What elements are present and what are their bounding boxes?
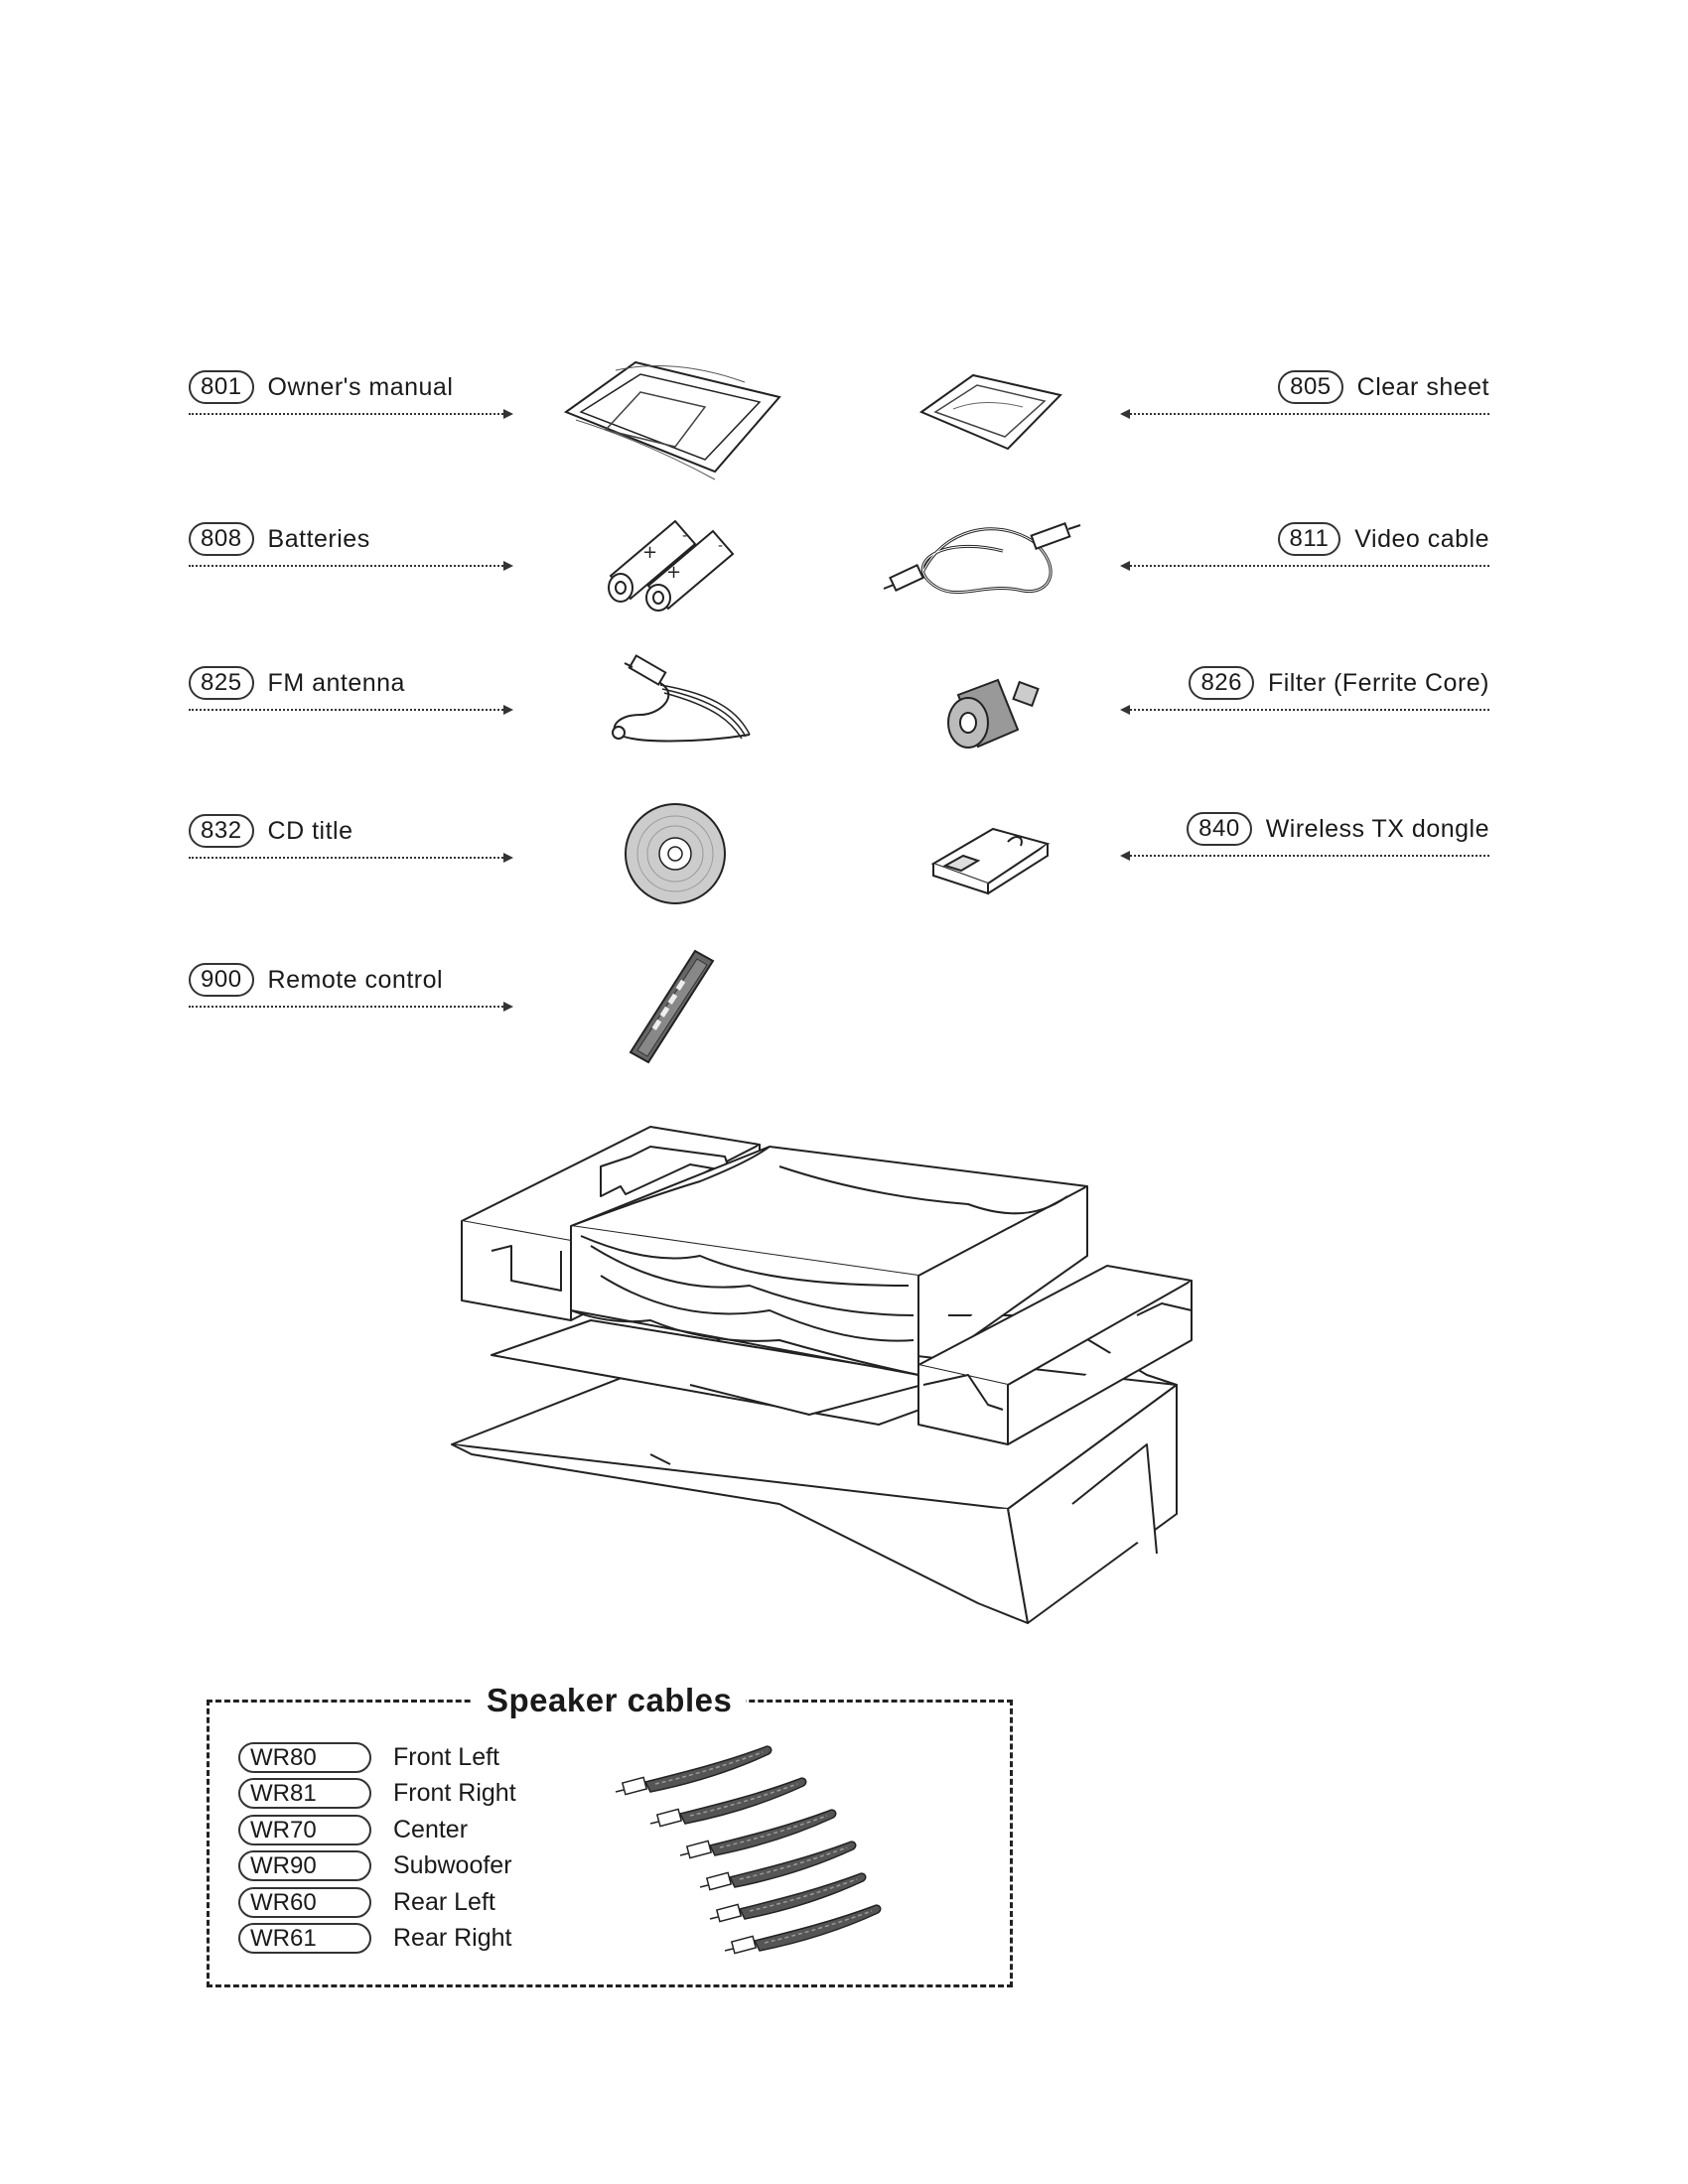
part-number: 825 [189, 666, 254, 700]
part-840: 840 Wireless TX dongle [1187, 812, 1489, 846]
svg-text:-: - [718, 538, 723, 554]
part-label: FM antenna [268, 669, 405, 698]
part-801: 801 Owner's manual [189, 370, 453, 404]
list-item: WR81 Front Right [238, 1776, 516, 1813]
part-805: 805 Clear sheet [1278, 370, 1489, 404]
speaker-cables-list: WR80 Front Left WR81 Front Right WR70 Ce… [238, 1739, 516, 1957]
part-label: Clear sheet [1357, 373, 1489, 402]
main-unit-packaging-diagram [452, 1087, 1206, 1623]
part-number: 811 [1278, 522, 1341, 556]
list-item: WR61 Rear Right [238, 1921, 516, 1958]
cable-icon [884, 511, 1087, 611]
dongle-icon [923, 814, 1053, 893]
part-label: Owner's manual [268, 373, 454, 402]
disc-icon [621, 799, 730, 908]
leader-arrow [189, 709, 511, 711]
svg-text:+: + [666, 562, 681, 583]
cable-label: Rear Right [393, 1924, 512, 1953]
leader-arrow [189, 1006, 511, 1008]
cable-code: WR80 [238, 1742, 371, 1773]
battery-icon: + + - - [601, 506, 745, 611]
cable-code: WR60 [238, 1887, 371, 1918]
part-number: 900 [189, 963, 254, 997]
svg-text:-: - [682, 528, 687, 544]
cable-label: Rear Left [393, 1888, 495, 1917]
cable-label: Center [393, 1816, 468, 1844]
part-number: 801 [189, 370, 254, 404]
part-label: CD title [268, 817, 353, 846]
part-label: Filter (Ferrite Core) [1268, 669, 1489, 698]
leader-arrow [1122, 709, 1489, 711]
sheet-icon [914, 367, 1067, 457]
cable-code: WR90 [238, 1850, 371, 1881]
cable-label: Front Right [393, 1779, 516, 1808]
part-811: 811 Video cable [1278, 522, 1489, 556]
cable-code: WR61 [238, 1923, 371, 1954]
ferrite-core-icon [938, 665, 1048, 759]
remote-icon [616, 943, 725, 1067]
part-number: 832 [189, 814, 254, 848]
part-826: 826 Filter (Ferrite Core) [1189, 666, 1489, 700]
leader-arrow [189, 413, 511, 415]
cable-code: WR70 [238, 1815, 371, 1845]
part-832: 832 CD title [189, 814, 353, 848]
manual-icon [556, 352, 794, 481]
cable-label: Front Left [393, 1743, 499, 1772]
svg-text:+: + [642, 542, 657, 563]
list-item: WR90 Subwoofer [238, 1848, 516, 1885]
part-900: 900 Remote control [189, 963, 443, 997]
speaker-cables-icon [611, 1722, 899, 1956]
part-808: 808 Batteries [189, 522, 370, 556]
part-number: 808 [189, 522, 254, 556]
leader-arrow [189, 565, 511, 567]
speaker-cables-title: Speaker cables [473, 1682, 746, 1719]
list-item: WR80 Front Left [238, 1739, 516, 1776]
part-label: Remote control [268, 966, 444, 995]
leader-arrow [1122, 413, 1489, 415]
antenna-icon [601, 655, 760, 754]
part-number: 805 [1278, 370, 1343, 404]
list-item: WR60 Rear Left [238, 1884, 516, 1921]
part-label: Batteries [268, 525, 370, 554]
part-label: Wireless TX dongle [1266, 815, 1489, 844]
leader-arrow [189, 857, 511, 859]
leader-arrow [1122, 855, 1489, 857]
cable-label: Subwoofer [393, 1851, 512, 1880]
list-item: WR70 Center [238, 1812, 516, 1848]
part-label: Video cable [1354, 525, 1489, 554]
leader-arrow [1122, 565, 1489, 567]
part-825: 825 FM antenna [189, 666, 405, 700]
part-number: 826 [1189, 666, 1254, 700]
part-number: 840 [1187, 812, 1252, 846]
cable-code: WR81 [238, 1778, 371, 1809]
